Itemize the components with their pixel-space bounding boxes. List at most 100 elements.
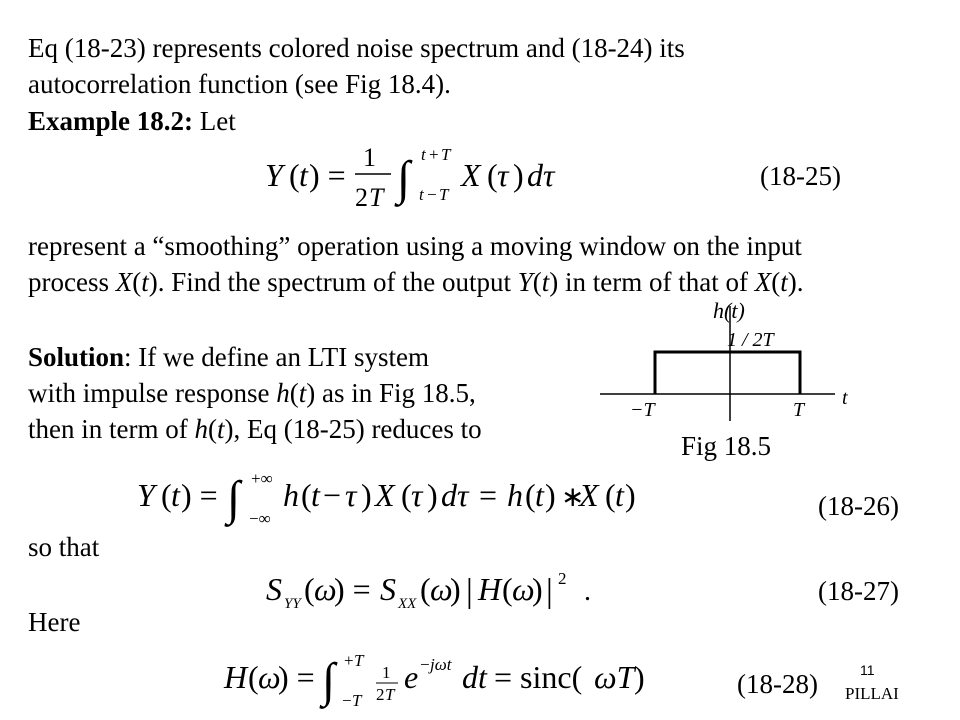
text-line-5: process X(t). Find the spectrum of the o… [28,262,803,302]
svg-text:1: 1 [363,143,376,172]
text-segment: ( [289,378,299,408]
example-rest: Let [193,106,236,136]
so-that-text: so that [28,532,100,562]
svg-text:T: T [369,183,385,212]
text-segment: ( [532,267,542,297]
svg-text:(: ( [248,659,259,695]
solution-line: Solution: If we define an LTI system [28,337,429,377]
svg-text:S: S [380,571,396,607]
svg-text:−: − [323,477,341,513]
equation-18-25: Y ( t ) = 1 2 T ∫ t + T t − T X ( τ ) dτ [265,143,556,212]
svg-text:2: 2 [355,183,368,212]
svg-text:dτ: dτ [441,477,470,513]
svg-text:): ) [361,477,372,513]
svg-text:): ) [545,477,556,513]
svg-text:(: ( [289,157,300,193]
svg-text:τ: τ [497,157,510,193]
svg-text:t: t [299,157,309,193]
equation-18-27: S YY ( ω ) = S XX ( ω ) | H ( ω ) | 2 . [266,569,591,612]
text-segment: ). Find the spectrum of the output [148,267,518,297]
text-segment: process [28,267,116,297]
svg-text:2: 2 [376,685,385,704]
text-line-4: represent a “smoothing” operation using … [28,231,802,261]
svg-text:XX: XX [397,596,417,612]
here-text: Here [28,607,81,637]
svg-text:t: t [615,477,625,513]
page-number: 11 [860,662,875,678]
equation-number-18-26: (18-26) [818,491,899,521]
svg-text:H: H [223,659,249,695]
svg-text:ω: ω [512,571,535,607]
svg-text:∫: ∫ [224,472,243,527]
svg-text:) =: ) = [278,659,315,695]
svg-text:): ) [625,477,636,513]
pos-t-label: T [793,399,806,421]
svg-text:T: T [385,685,396,704]
svg-text:h: h [283,477,299,513]
svg-text:Y: Y [265,157,286,193]
neg-t-label: −T [630,399,656,421]
svg-text:e: e [404,659,418,695]
y-axis-label: h(t) [713,298,745,323]
svg-text:ω: ω [314,571,337,607]
svg-text:+∞: +∞ [251,469,273,488]
svg-text:=: = [479,477,497,513]
svg-text:1: 1 [382,663,391,682]
example-heading: Example 18.2: Let [28,101,236,141]
text-line-7: with impulse response h(t) as in Fig 18.… [28,373,476,413]
svg-text:X: X [577,477,600,513]
svg-text:S: S [266,571,282,607]
variable-t: t [141,267,149,297]
example-label: Example 18.2: [28,106,193,136]
svg-text:YY: YY [284,596,302,612]
svg-text:): ) [634,659,645,695]
variable-t: t [216,414,225,444]
figure-18-5-rect-pulse: h(t) 1 / 2T −T T t [600,298,848,421]
text-segment: ). [787,267,804,297]
svg-text:) =: ) = [181,477,218,513]
variable-h: h [276,378,290,408]
svg-text:) =: ) = [309,157,346,193]
variable-t: t [780,267,788,297]
variable-x: X [754,267,772,297]
text-line-8: then in term of h(t), Eq (18-25) reduces… [28,409,482,449]
svg-text:) =: ) = [334,571,371,607]
svg-text:+: + [344,651,354,670]
variable-y: Y [517,267,533,297]
variable-t: t [298,378,307,408]
svg-text:(: ( [301,477,312,513]
svg-text:Y: Y [137,477,158,513]
svg-text:): ) [513,157,524,193]
svg-text:ωT: ωT [594,659,637,695]
svg-text:t: t [311,477,321,513]
svg-text:X: X [373,477,396,513]
svg-text:t: t [419,185,425,204]
svg-text:−: − [420,655,430,674]
svg-text:ω: ω [258,659,281,695]
equation-number-18-25: (18-25) [760,161,841,191]
svg-text:(: ( [161,477,172,513]
equation-18-26: Y ( t ) = ∫ +∞ −∞ h ( t − τ ) X ( τ ) dτ… [137,469,636,528]
svg-text:T: T [354,651,365,670]
text-segment: ( [771,267,781,297]
svg-text:|: | [466,573,473,610]
solution-rest: : If we define an LTI system [124,342,429,372]
equation-number-18-28: (18-28) [737,669,818,699]
pulse-height-label: 1 / 2T [727,329,776,351]
svg-text:ω: ω [430,571,453,607]
text-line-1: Eq (18-23) represents colored noise spec… [28,33,685,63]
svg-text:(: ( [502,571,513,607]
svg-text:T: T [439,185,450,204]
svg-text:.: . [584,576,591,607]
svg-text:2: 2 [558,569,567,588]
svg-text:+: + [429,145,439,164]
text-segment: ), Eq (18-25) reduces to [224,414,482,444]
svg-text:∫: ∫ [319,654,338,709]
solution-label: Solution [28,342,125,372]
text-segment: then in term of [28,414,195,444]
variable-t: t [541,267,550,297]
author-name: PILLAI [845,684,899,703]
variable-x: X [115,267,133,297]
text-segment: ) as in Fig 18.5, [306,378,476,408]
svg-text:(: ( [487,157,498,193]
